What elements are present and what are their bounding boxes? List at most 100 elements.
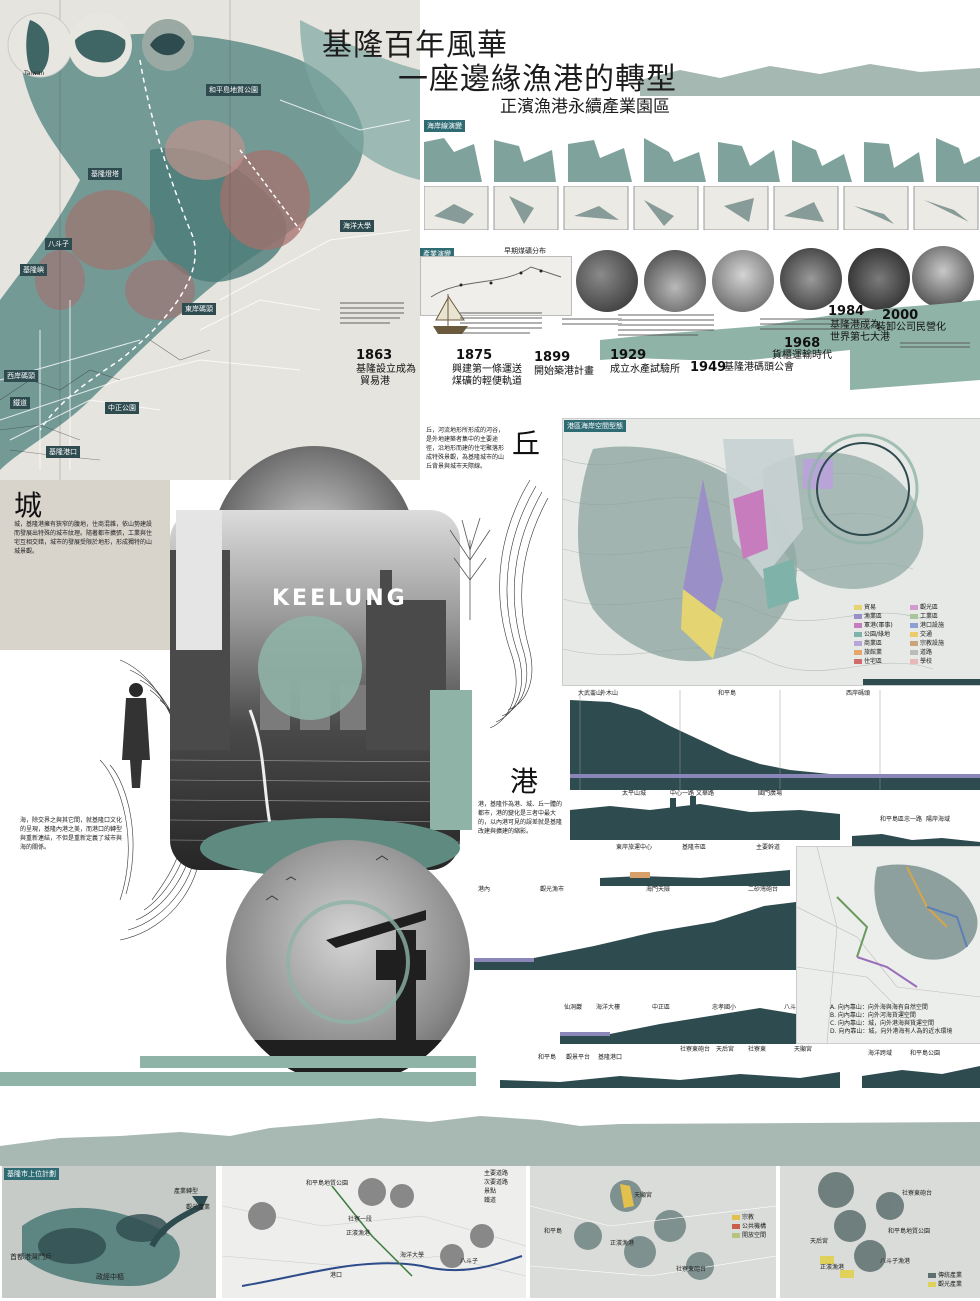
section-1-label-1: 外木山 <box>600 690 619 697</box>
section-3-label-2: 主要幹道 <box>756 844 781 851</box>
ship-illustration <box>428 290 472 336</box>
legend-item-7: 觀光區 <box>910 602 938 611</box>
p3-legend-1: 公共機構 <box>732 1221 782 1230</box>
section-4 <box>474 886 796 970</box>
space-map <box>562 418 980 686</box>
title-line-2: 一座邊緣漁港的轉型 <box>398 62 677 97</box>
section-2-label-1: 中心一路 <box>670 790 695 797</box>
photo-circle-5 <box>848 248 910 310</box>
section-7-label-0: 海洋跨域 <box>868 1050 893 1057</box>
section-6-label-6: 天顯宮 <box>794 1046 813 1053</box>
section-5 <box>560 1004 796 1044</box>
photo-circle-2 <box>644 250 706 312</box>
section-3-label-1: 基隆市區 <box>682 844 707 851</box>
section-3-label-0: 東岸旅運中心 <box>616 844 653 851</box>
map-graphic <box>0 0 420 480</box>
p4-label-3: 正濱漁港 <box>820 1264 845 1271</box>
legend-item-0: 貿易 <box>854 602 876 611</box>
legend-item-3: 公園/綠地 <box>854 629 890 638</box>
map-label-railway: 鐵道 <box>10 397 30 409</box>
p2-label-3: 港口 <box>330 1272 343 1279</box>
coal-map-title: 早期煤礦分布 <box>504 247 546 255</box>
section-2-label-0: 太平山城 <box>622 790 647 797</box>
space-map-tag: 港區海岸空間型態 <box>564 420 626 432</box>
char-port: 港 <box>510 765 539 798</box>
timeline-year-8: 2000 <box>882 308 919 323</box>
route-note-2: C. 向內靠山：城，向外港海與貨運空間 <box>830 1020 935 1027</box>
timeline-year-1: 1863 <box>356 348 393 363</box>
subtitle: 正濱漁港永續產業園區 <box>500 97 670 117</box>
timeline-desc-3a: 開始築港計畫 <box>534 366 594 377</box>
section-7 <box>862 1052 980 1088</box>
legend-item-9: 港口設施 <box>910 620 944 629</box>
map-label-east-bank: 東岸碼頭 <box>182 303 216 315</box>
section-4-label-2: 海門天險 <box>646 886 671 893</box>
legend-item-1: 漁業區 <box>854 611 882 620</box>
section-6-label-3: 社寮東砲台 <box>680 1046 711 1053</box>
section-2 <box>570 794 840 840</box>
timeline-desc-4a: 成立水產試驗所 <box>610 364 680 375</box>
collage-green-rect <box>430 690 472 830</box>
timeline-band <box>600 300 980 390</box>
p4-legend-0: 傳統產業 <box>928 1270 980 1279</box>
route-note-0: A. 向內靠山：向外海與海有自然空間 <box>830 1004 928 1011</box>
section-5-label-3: 忠孝國小 <box>712 1004 737 1011</box>
legend-item-4: 商業區 <box>854 638 882 647</box>
p1-label-0: 首都港灣門戶 <box>10 1253 52 1261</box>
section-1-label-0: 大武崙山 <box>578 690 603 697</box>
hill-paragraph: 丘，河流地形所形成的河谷，是外地建築者集中的主要途徑，沿地形而建的住宅聚落形成特… <box>426 427 505 470</box>
legend-item-5: 旅館業 <box>854 647 882 656</box>
timeline-year-5: 1949 <box>690 360 727 375</box>
p3-legend-2: 開放空間 <box>732 1230 782 1239</box>
p2-label-2: 八斗子 <box>460 1258 479 1265</box>
section-5-label-0: 仙洞巖 <box>564 1004 583 1011</box>
bottom-panel-1 <box>2 1166 216 1298</box>
photo-circle-1 <box>576 250 638 312</box>
p2-label-1: 海洋大學 <box>400 1252 425 1259</box>
timeline-desc-5a: 基隆港碼頭公會 <box>724 362 794 373</box>
bottom-wave <box>0 1106 980 1166</box>
route-map <box>796 846 980 1044</box>
map-label-lighthouse: 基隆燈塔 <box>88 168 122 180</box>
p4-label-2: 天后宮 <box>810 1238 829 1245</box>
title-line-1: 基隆百年風華 <box>322 28 508 63</box>
section-7-label-1: 和平島公園 <box>910 1050 941 1057</box>
person-figure <box>116 680 156 790</box>
timeline-year-2: 1875 <box>456 348 493 363</box>
legend-item-11: 宗教設施 <box>910 638 944 647</box>
section-2-label-2: 文華路 <box>696 790 715 797</box>
route-note-1: B. 向內靠山：向外河海貨運空間 <box>830 1012 916 1019</box>
p2-label-5: 正濱漁港 <box>346 1230 371 1237</box>
map-label-badouzi: 八斗子 <box>45 238 72 250</box>
section-6 <box>500 1058 840 1088</box>
p3-legend-0: 宗教 <box>732 1212 782 1221</box>
mini-label-0: 和平島區 <box>880 816 905 823</box>
mini-label-1: 忠一路 <box>904 816 923 823</box>
p2-legend-0: 主要道路 <box>484 1170 509 1177</box>
tree-shape <box>440 500 500 620</box>
section-6-label-2: 基隆港口 <box>598 1054 623 1061</box>
section-5-label-1: 海洋大樓 <box>596 1004 621 1011</box>
timeline-desc-1b: 貿易港 <box>360 376 390 387</box>
bottom-panel-3 <box>530 1166 776 1298</box>
route-note-3: D. 向內靠山：城，向外港海有人為的近水環境 <box>830 1028 953 1035</box>
legend-item-2: 軍港(軍事) <box>854 620 893 629</box>
p2-legend-1: 次要道路 <box>484 1179 509 1186</box>
bottom-panel-1-tag: 基隆市上位計劃 <box>4 1168 59 1180</box>
keelung-word: KEELUNG <box>272 586 408 611</box>
section-1 <box>570 690 980 790</box>
p1-label-3: 觀光產業 <box>186 1204 211 1211</box>
timeline-desc-2b: 煤礦的輕便軌道 <box>452 376 522 387</box>
p1-label-2: 產業轉型 <box>174 1188 199 1195</box>
section-6-label-1: 觀景平台 <box>566 1054 591 1061</box>
section-4-label-1: 觀光漁市 <box>540 886 565 893</box>
coast-tag: 海岸線演變 <box>424 120 465 132</box>
timeline-desc-7a: 基隆港成為 <box>830 320 880 331</box>
section-2-label-3: 國門廣場 <box>758 790 783 797</box>
p2-label-0: 和平島地質公園 <box>306 1180 349 1187</box>
section-4-label-0: 港內 <box>478 886 491 893</box>
p4-label-4: 八斗子漁港 <box>880 1258 911 1265</box>
port-paragraph: 港，基隆作為港、城、丘一體的都市，港的變化是三者中最大的，以內港可見的誤差就是基… <box>478 801 563 835</box>
bottom-panel-2 <box>222 1166 526 1298</box>
legend-item-6: 住宅區 <box>854 656 882 665</box>
